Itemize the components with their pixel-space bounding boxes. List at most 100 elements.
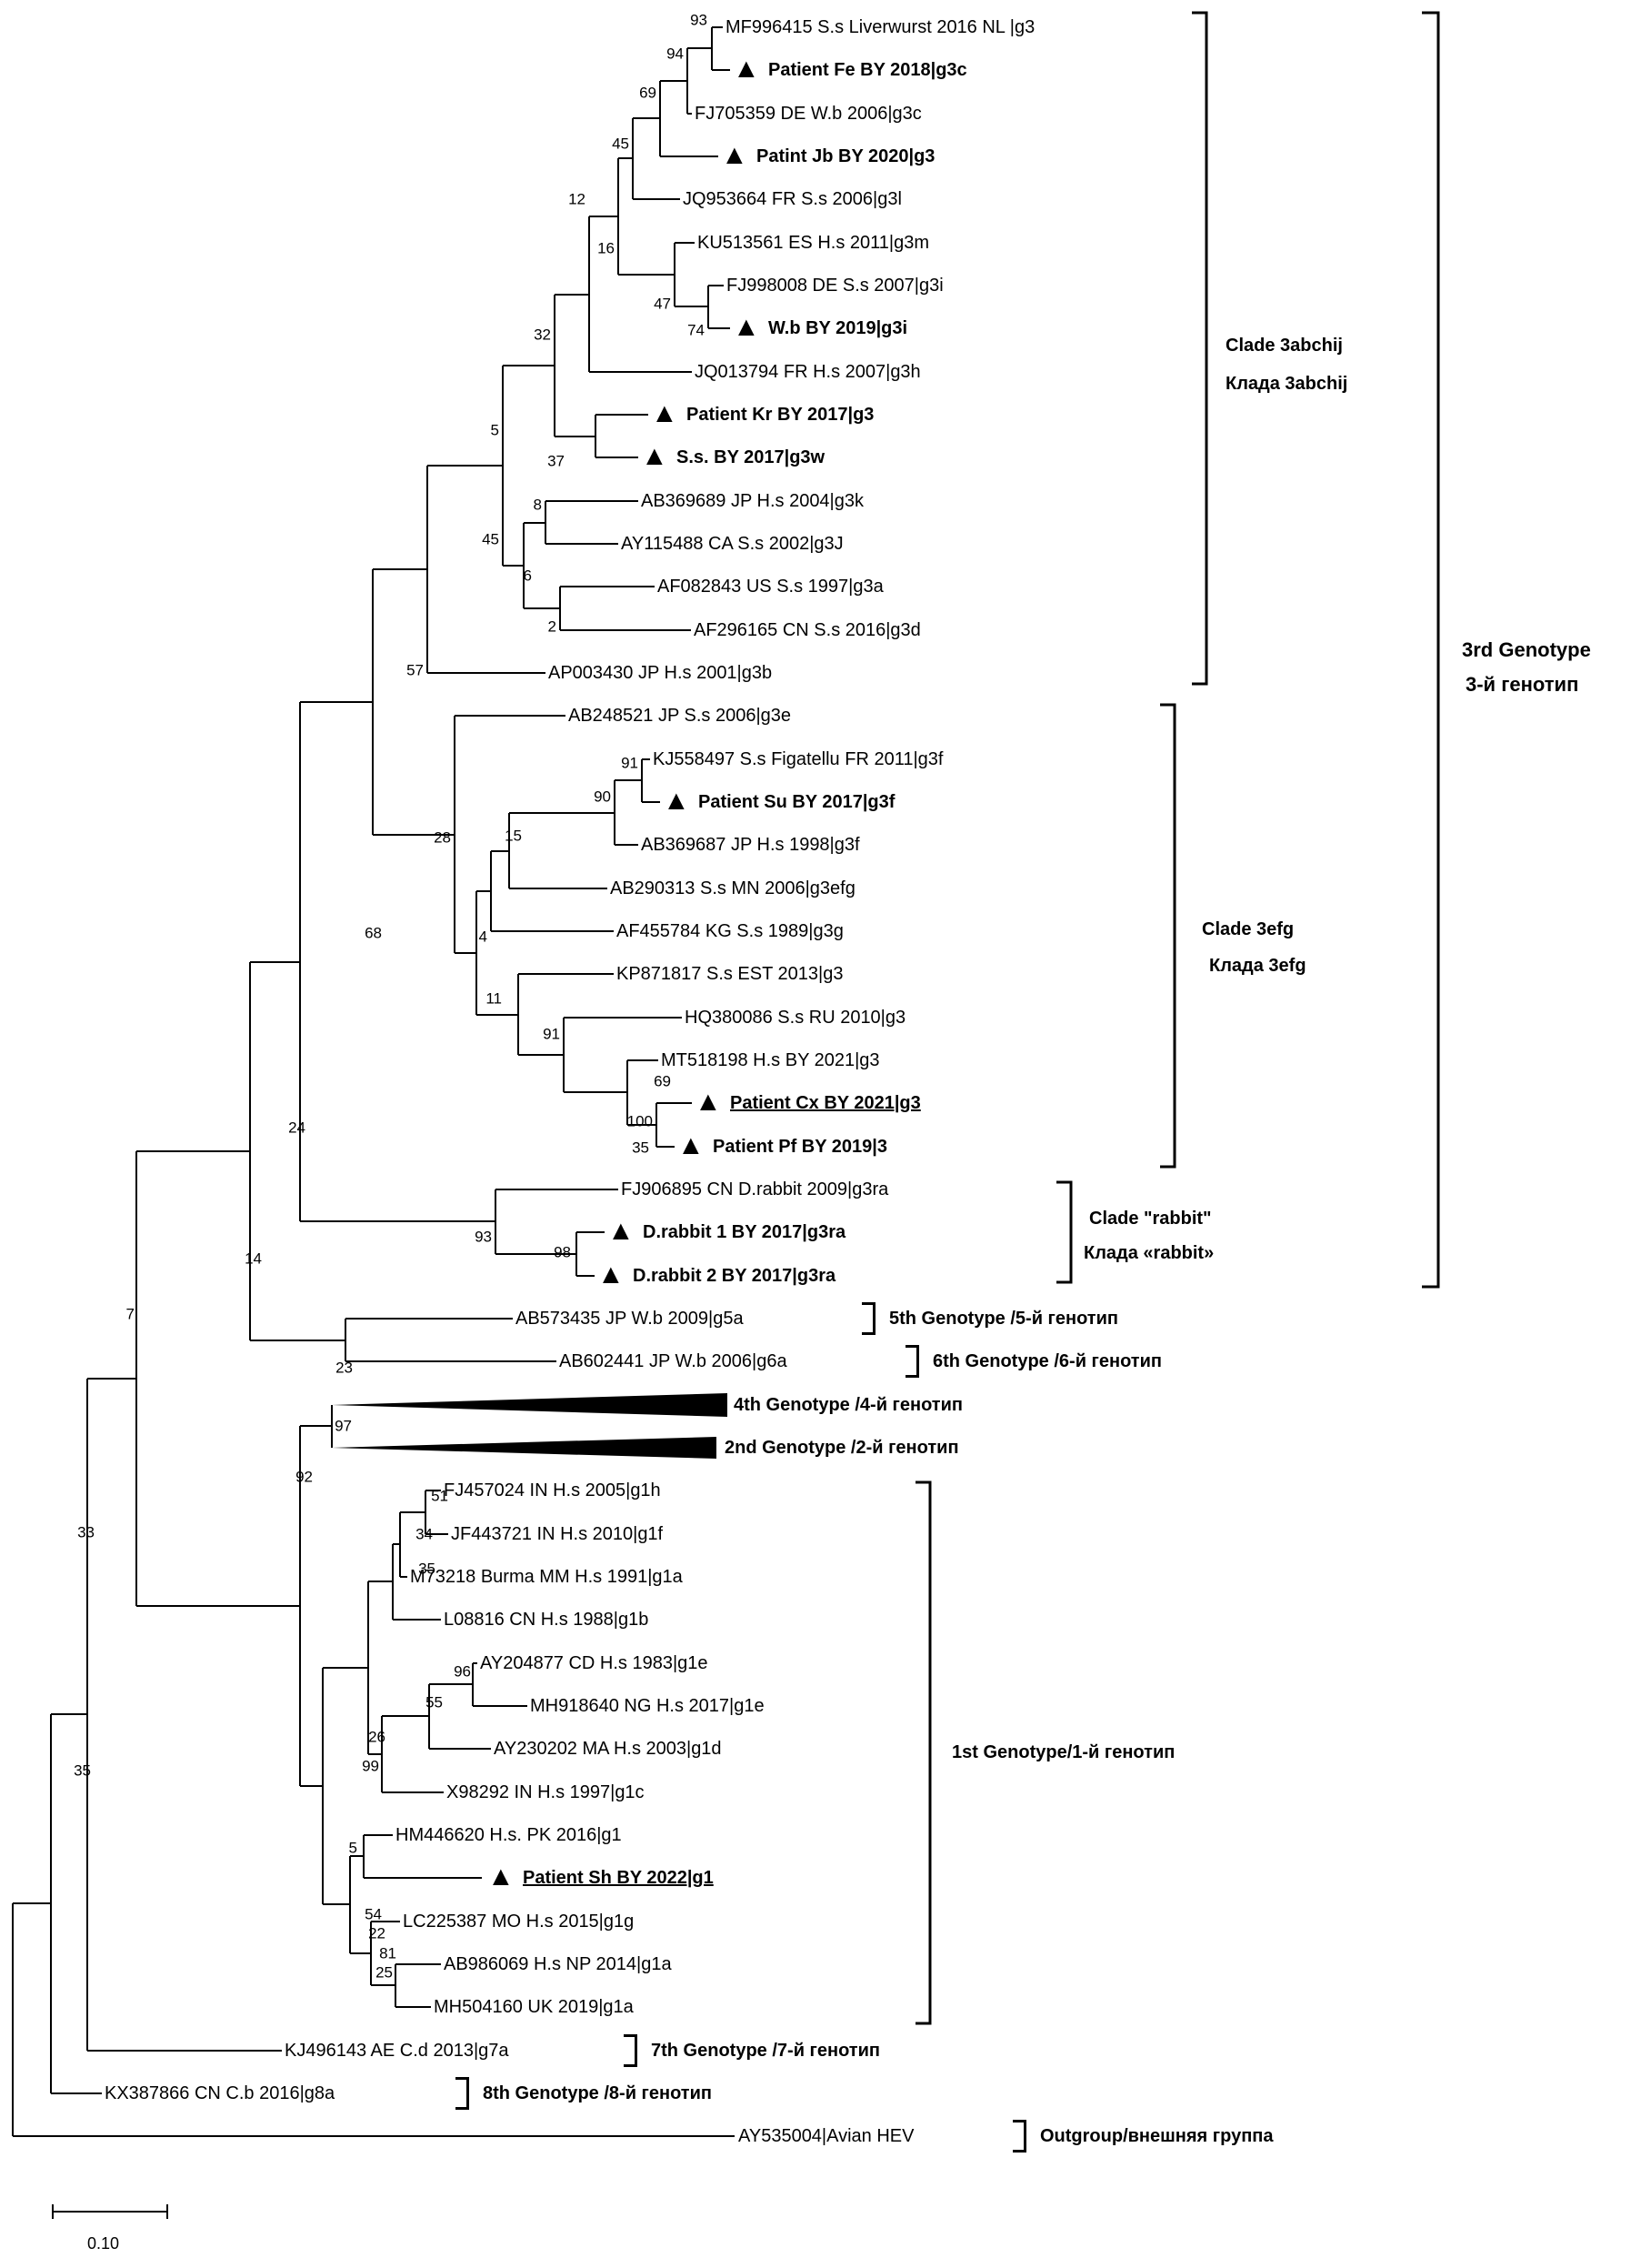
clade-bracket-3rd-genotype bbox=[1422, 11, 1440, 1289]
bootstrap-value: 22 bbox=[368, 1924, 385, 1942]
taxon-label: AB369687 JP H.s 1998|g3f bbox=[641, 835, 860, 855]
bootstrap-value: 91 bbox=[621, 754, 638, 772]
taxon-label: M73218 Burma MM H.s 1991|g1a bbox=[410, 1567, 683, 1587]
bootstrap-value: 99 bbox=[362, 1757, 379, 1775]
taxon-label: AB248521 JP S.s 2006|g3e bbox=[568, 706, 792, 726]
bootstrap-value: 100 bbox=[626, 1112, 653, 1130]
clade-bracket-3abchij bbox=[1192, 11, 1208, 686]
taxon-marker-icon: ▲ bbox=[597, 1259, 625, 1290]
branches-clade-3efg bbox=[454, 715, 692, 1148]
taxon-label: MF996415 S.s Liverwurst 2016 NL |g3 bbox=[725, 17, 1036, 37]
taxon-label: 2nd Genotype /2-й генотип bbox=[725, 1438, 959, 1458]
clade-3abchij-label-ru: Клада 3abchij bbox=[1226, 374, 1348, 394]
bootstrap-value: 14 bbox=[245, 1249, 262, 1268]
bootstrap-value: 93 bbox=[690, 11, 707, 29]
bootstrap-value: 35 bbox=[418, 1560, 435, 1578]
taxon-label: FJ906895 CN D.rabbit 2009|g3ra bbox=[621, 1179, 889, 1199]
taxon-label: AF455784 KG S.s 1989|g3g bbox=[616, 921, 844, 941]
genotype-bracket-icon bbox=[455, 2077, 469, 2110]
taxon-label: KU513561 ES H.s 2011|g3m bbox=[697, 233, 929, 253]
bootstrap-value: 74 bbox=[687, 321, 705, 339]
taxon-marker-icon: ▲ bbox=[641, 440, 668, 471]
bootstrap-value: 45 bbox=[482, 530, 499, 548]
bootstrap-value: 6 bbox=[523, 567, 532, 585]
clade-rabbit-label-ru: Клада «rabbit» bbox=[1084, 1243, 1215, 1263]
taxon-label: MH504160 UK 2019|g1a bbox=[434, 1997, 634, 2017]
bootstrap-value: 25 bbox=[375, 1963, 393, 1982]
taxon-label: D.rabbit 2 BY 2017|g3ra bbox=[633, 1266, 836, 1286]
bootstrap-value: 35 bbox=[632, 1139, 649, 1157]
genotype-3-label-ru: 3-й генотип bbox=[1466, 673, 1579, 696]
taxon-label: AB290313 S.s MN 2006|g3efg bbox=[610, 878, 856, 898]
taxon-marker-icon: ▲ bbox=[677, 1129, 705, 1160]
taxon-label: AY535004|Avian HEV bbox=[738, 2126, 915, 2146]
bootstrap-value: 32 bbox=[534, 326, 551, 344]
bootstrap-value: 47 bbox=[654, 295, 671, 313]
taxon-label: MH918640 NG H.s 2017|g1e bbox=[530, 1696, 765, 1716]
clade-3efg-label-ru: Клада 3efg bbox=[1209, 956, 1306, 976]
taxon-label: KJ496143 AE C.d 2013|g7a bbox=[285, 2041, 509, 2061]
collapsed-clade-wedge-2nd-genotype bbox=[332, 1437, 716, 1459]
bootstrap-value: 68 bbox=[365, 924, 382, 942]
taxon-label: Patient Pf BY 2019|3 bbox=[713, 1137, 887, 1157]
taxon-label: Patient Fe BY 2018|g3c bbox=[768, 60, 967, 80]
bootstrap-value: 5 bbox=[348, 1839, 357, 1857]
taxon-label: S.s. BY 2017|g3w bbox=[676, 447, 826, 467]
taxon-label: AF296165 CN S.s 2016|g3d bbox=[694, 620, 921, 640]
taxon-label: FJ457024 IN H.s 2005|g1h bbox=[444, 1480, 661, 1500]
taxon-label: JF443721 IN H.s 2010|g1f bbox=[451, 1524, 664, 1544]
taxon-label: AY230202 MA H.s 2003|g1d bbox=[494, 1739, 722, 1759]
taxon-label: W.b BY 2019|g3i bbox=[768, 318, 908, 338]
taxon-label: D.rabbit 1 BY 2017|g3ra bbox=[643, 1222, 846, 1242]
taxon-marker-icon: ▲ bbox=[663, 785, 690, 816]
scale-bar-label: 0.10 bbox=[87, 2234, 120, 2253]
bootstrap-value: 69 bbox=[654, 1072, 671, 1090]
taxon-label: AB602441 JP W.b 2006|g6a bbox=[559, 1351, 787, 1371]
bootstrap-value: 8 bbox=[533, 496, 542, 514]
taxon-label: KP871817 S.s EST 2013|g3 bbox=[616, 964, 844, 984]
taxon-label: Patient Su BY 2017|g3f bbox=[698, 792, 896, 812]
taxon-label: JQ013794 FR H.s 2007|g3h bbox=[695, 362, 921, 382]
bootstrap-value: 94 bbox=[666, 45, 684, 63]
bootstrap-value: 15 bbox=[505, 827, 522, 845]
branches-clade-3abchij bbox=[426, 26, 730, 674]
bootstrap-value: 34 bbox=[415, 1525, 433, 1543]
taxon-label: HM446620 H.s. PK 2016|g1 bbox=[395, 1825, 622, 1845]
genotype-1-label: 1st Genotype/1-й генотип bbox=[952, 1742, 1176, 1762]
taxon-marker-icon: ▲ bbox=[733, 311, 760, 342]
branches-clade-rabbit bbox=[495, 1189, 618, 1277]
bootstrap-value: 93 bbox=[475, 1228, 492, 1246]
clade-bracket-3efg bbox=[1160, 703, 1176, 1169]
bootstrap-value: 24 bbox=[288, 1119, 305, 1137]
bootstrap-value: 33 bbox=[77, 1523, 95, 1541]
clade-bracket-1st-genotype bbox=[916, 1480, 932, 2025]
taxon-label: AB986069 H.s NP 2014|g1a bbox=[444, 1954, 672, 1974]
bootstrap-value: 5 bbox=[490, 421, 499, 439]
taxon-label: FJ998008 DE S.s 2007|g3i bbox=[726, 276, 944, 296]
clade-bracket-rabbit bbox=[1056, 1180, 1073, 1284]
bootstrap-value: 55 bbox=[425, 1693, 443, 1711]
taxon-label: AB573435 JP W.b 2009|g5a bbox=[515, 1309, 744, 1329]
bootstrap-value: 4 bbox=[478, 928, 487, 946]
bootstrap-value: 23 bbox=[335, 1359, 353, 1377]
taxon-marker-icon: ▲ bbox=[651, 397, 678, 428]
taxon-marker-icon: ▲ bbox=[607, 1215, 635, 1246]
taxon-label: AY204877 CD H.s 1983|g1e bbox=[480, 1653, 708, 1673]
taxon-label: MT518198 H.s BY 2021|g3 bbox=[661, 1050, 880, 1070]
taxon-label: KX387866 CN C.b 2016|g8a bbox=[105, 2083, 335, 2103]
taxon-label: 4th Genotype /4-й генотип bbox=[734, 1395, 963, 1415]
taxon-label: HQ380086 S.s RU 2010|g3 bbox=[685, 1008, 906, 1028]
bootstrap-value: 45 bbox=[612, 135, 629, 153]
genotype-annotation: Outgroup/внешняя группа bbox=[1040, 2126, 1274, 2146]
branches-genotype-1 bbox=[349, 1490, 527, 2008]
bootstrap-value: 90 bbox=[594, 788, 611, 806]
genotype-annotation: 8th Genotype /8-й генотип bbox=[483, 2083, 712, 2103]
genotype-3-label-en: 3rd Genotype bbox=[1462, 638, 1591, 661]
bootstrap-value: 26 bbox=[368, 1728, 385, 1746]
bootstrap-value: 12 bbox=[568, 190, 585, 208]
bootstrap-value: 28 bbox=[434, 828, 451, 847]
bootstrap-value: 98 bbox=[554, 1243, 571, 1261]
bootstrap-value: 37 bbox=[547, 452, 565, 470]
clade-rabbit-label-en: Clade "rabbit" bbox=[1089, 1209, 1212, 1229]
